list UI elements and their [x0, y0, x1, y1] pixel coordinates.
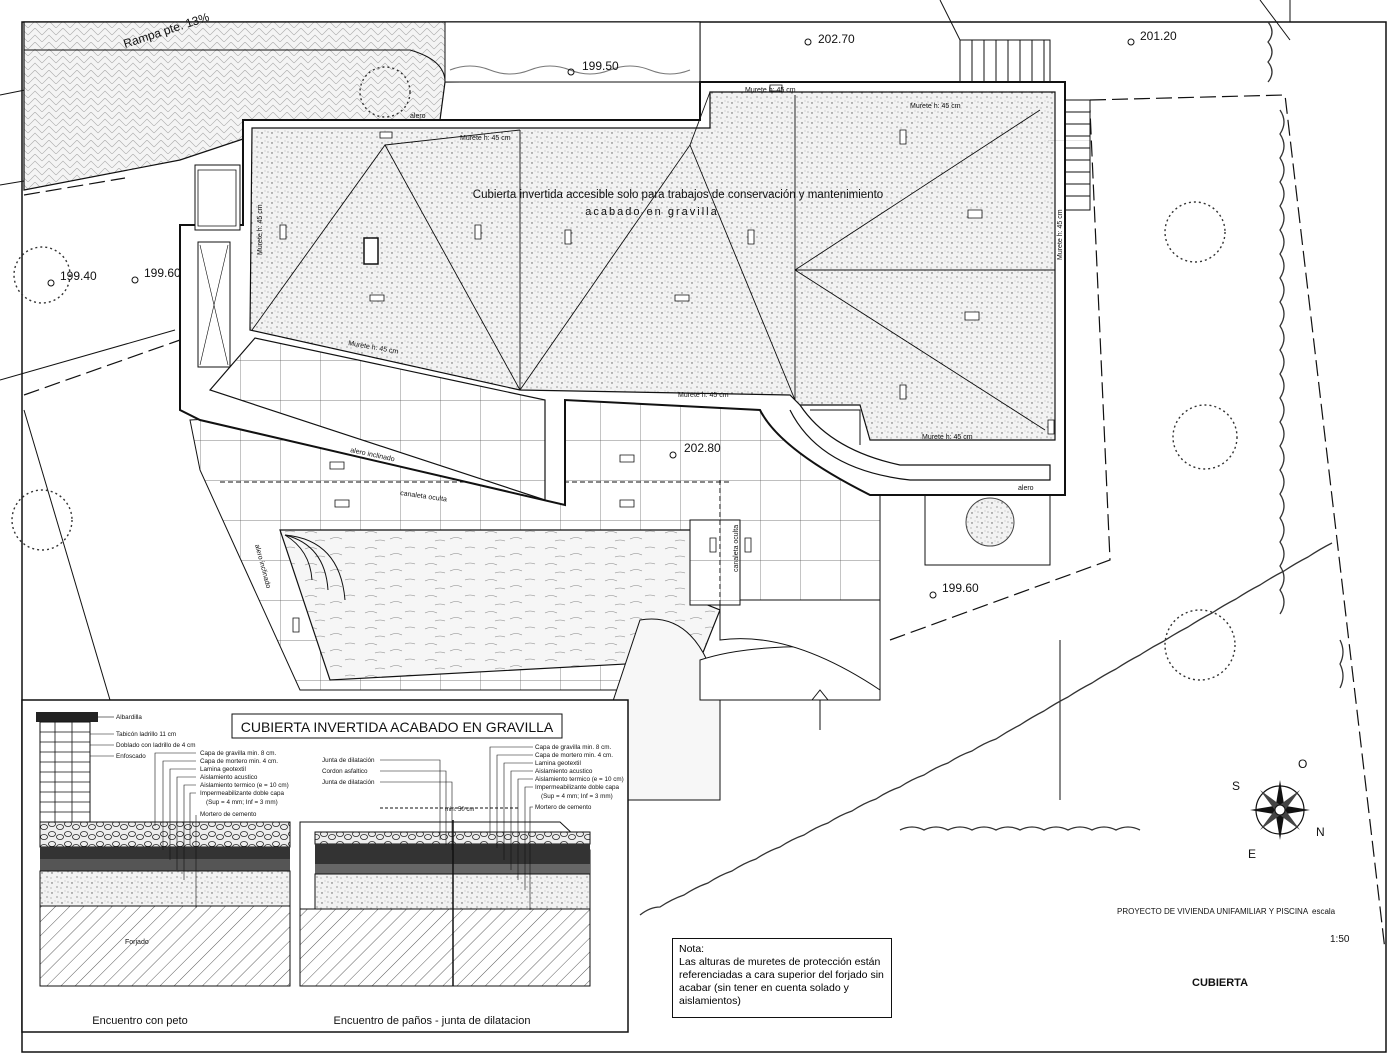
detail-label: Aislamiento acustico [200, 774, 258, 781]
roof-title: Cubierta invertida accesible solo para t… [473, 189, 883, 201]
compass-letter: N [1316, 825, 1325, 839]
sheet-border [21, 21, 1387, 1053]
forjado-label: Forjado [125, 939, 149, 946]
murete-label: Murete h: 45 cm [678, 392, 729, 399]
elevation-label: 199.60 [942, 581, 979, 595]
detail-label: Aislamiento termico (e = 10 cm) [535, 776, 624, 783]
murete-label: Murete h: 45 cm [1057, 209, 1064, 260]
plot-boundary [23, 94, 1386, 951]
compass-letter: E [1248, 847, 1256, 861]
murete-label: Murete h: 45 cm [460, 135, 511, 142]
entrance-arrow [810, 689, 830, 730]
detail-label: Aislamiento acustico [535, 768, 593, 775]
inclined-eave [208, 337, 546, 501]
detail-label: Capa de mortero min. 4 cm. [200, 758, 278, 765]
elevation-label: 202.70 [818, 32, 855, 46]
elevation-markers [47, 38, 1135, 599]
murete-label: Murete h: 45 cm [257, 204, 264, 255]
detail-label: Impermeabilizante doble capa [535, 784, 620, 791]
alero-label: alero [410, 113, 426, 120]
project-title: PROYECTO DE VIVIENDA UNIFAMILIAR Y PISCI… [1117, 907, 1309, 916]
scale-value: 1:50 [1330, 934, 1350, 945]
elevation-label: 201.20 [1140, 29, 1177, 43]
murete-label: Murete h: 45 cm [922, 434, 973, 441]
detail-caption-left: Encuentro con peto [92, 1015, 187, 1027]
roof-ridges [251, 91, 1055, 431]
detail-label: Doblado con ladrillo de 4 cm [116, 742, 195, 749]
note-line: acabar (sin tener en cuenta solado y [679, 982, 849, 994]
pool-steps [284, 534, 346, 601]
note-heading: Nota: [679, 943, 705, 955]
detail-label: Lamina geotextil [200, 766, 246, 773]
detail-label: Capa de gravilla min. 8 cm. [200, 750, 277, 757]
roof-gravel [249, 91, 1056, 441]
vent-icon [363, 237, 379, 265]
detail-label: Mortero de cemento [200, 811, 257, 818]
detail-label: Cordon asfaltico [322, 768, 368, 775]
detail-label: Aislamiento termico (e = 10 cm) [200, 782, 289, 789]
elevation-label: 199.60 [144, 266, 181, 280]
note-box: Nota: Las alturas de muretes de protecci… [672, 938, 892, 1018]
detail-label: Mortero de cemento [535, 804, 592, 811]
detail-label: Tabicón ladrillo 11 cm [116, 731, 176, 738]
note-line: aislamientos) [679, 995, 741, 1007]
slope-arrows [279, 84, 1055, 633]
compass-icon [1250, 780, 1310, 840]
sheet-title: CUBIERTA [1192, 977, 1248, 989]
detail-label: Lamina geotextil [535, 760, 581, 767]
canaleta-label: canaleta oculta [733, 525, 740, 572]
note-line: Las alturas de muretes de protección est… [679, 956, 881, 968]
detail-caption-right: Encuentro de paños - junta de dilatacion [334, 1015, 531, 1027]
scale-label: escala [1312, 907, 1336, 916]
trees [11, 66, 1238, 681]
detail-title: CUBIERTA INVERTIDA ACABADO EN GRAVILLA [241, 719, 554, 735]
elevation-label: 199.40 [60, 269, 97, 283]
min-label: min. 50 cm [445, 807, 474, 813]
roof-subtitle: acabado en gravilla [585, 206, 718, 218]
detail-panel: CUBIERTA INVERTIDA ACABADO EN GRAVILLA F… [21, 699, 629, 1033]
detail-label: Junta de dilatación [322, 779, 375, 786]
detail-label: Capa de mortero min. 4 cm. [535, 752, 613, 759]
detail-label: Capa de gravilla min. 8 cm. [535, 744, 612, 751]
compass-letter: S [1232, 779, 1240, 793]
detail-label: Albardilla [116, 714, 142, 721]
detail-label: Enfoscado [116, 753, 146, 760]
detail-label: (Sup = 4 mm; Inf = 3 mm) [541, 793, 613, 800]
compass-letter: O [1298, 757, 1307, 771]
murete-label: Murete h: 45 cm [745, 87, 796, 94]
note-line: referenciadas a cara superior del forjad… [679, 969, 884, 981]
elevation-label: 202.80 [684, 441, 721, 455]
detail-label: (Sup = 4 mm; Inf = 3 mm) [206, 799, 278, 806]
detail-label: Impermeabilizante doble capa [200, 790, 285, 797]
murete-label: Murete h: 45 cm [910, 103, 961, 110]
elevation-label: 199.50 [582, 59, 619, 73]
hedge [639, 21, 1344, 916]
detail-label: Junta de dilatación [322, 757, 375, 764]
alero-label: alero [1018, 485, 1034, 492]
